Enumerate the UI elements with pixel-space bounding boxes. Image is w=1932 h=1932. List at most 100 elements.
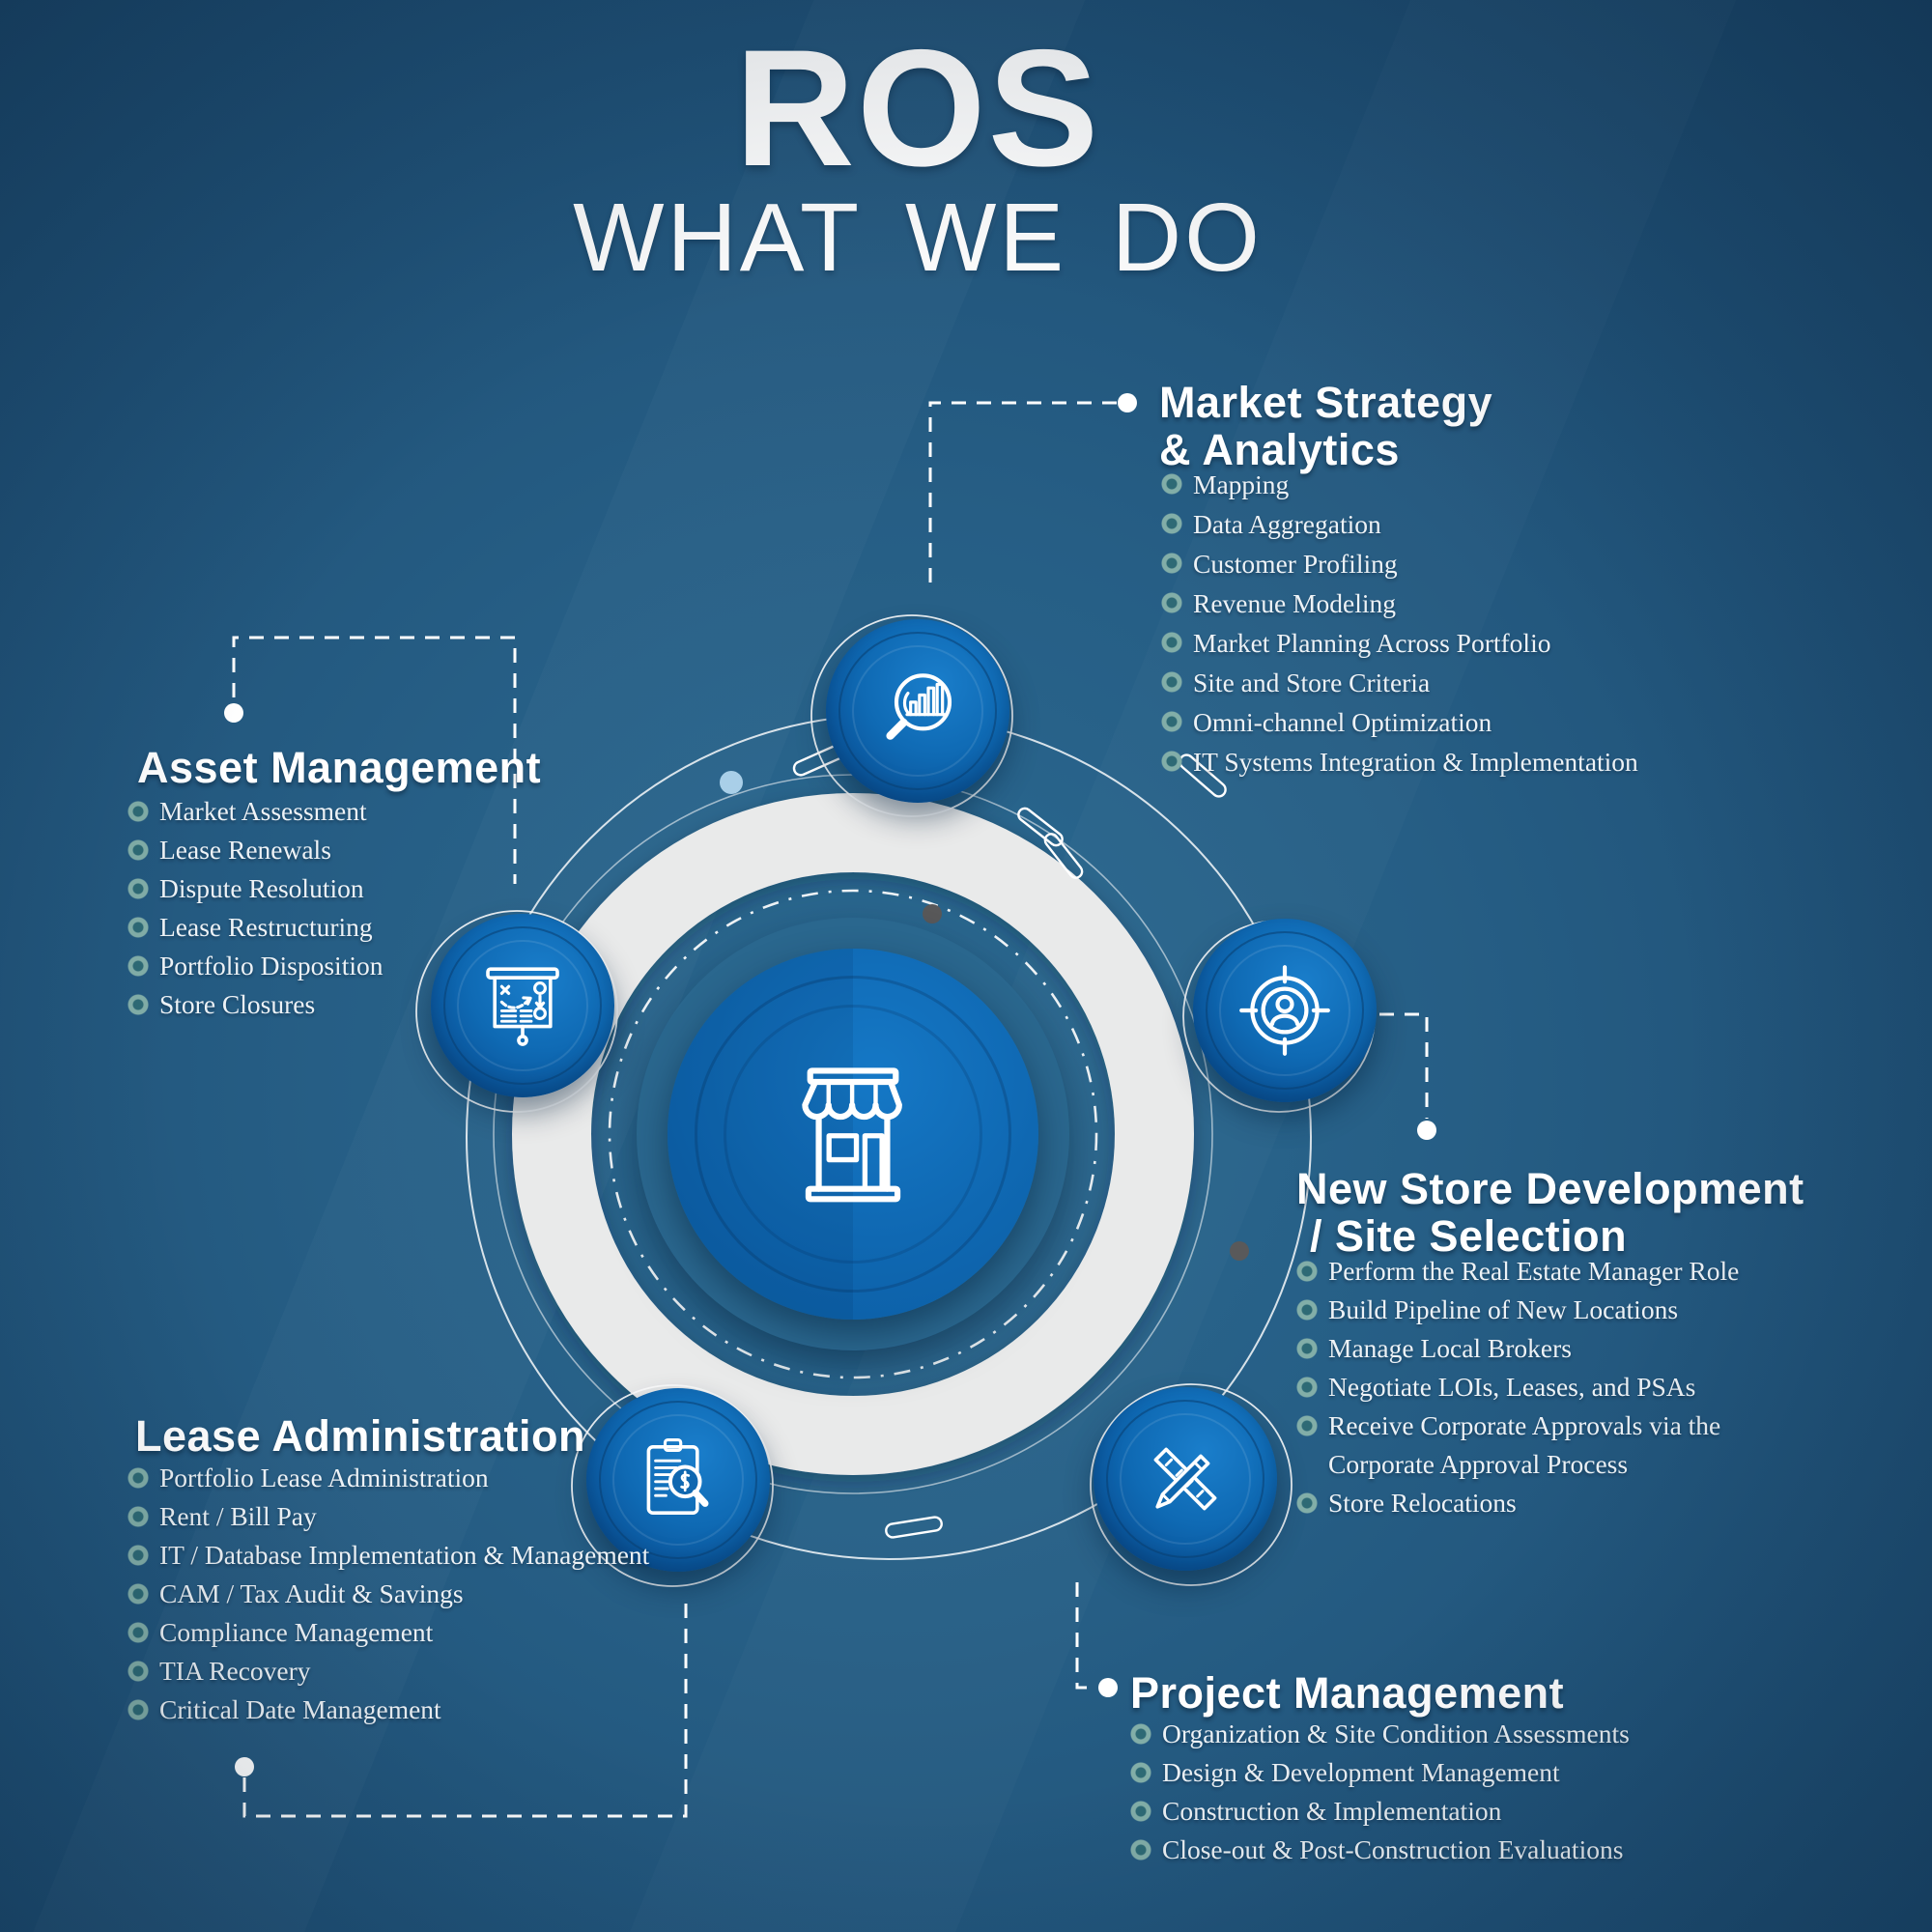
bullet-ring-icon bbox=[1161, 553, 1182, 574]
list-item-label: Lease Restructuring bbox=[159, 912, 373, 942]
bullet-ring-icon bbox=[1130, 1801, 1151, 1822]
list-item: Build Pipeline of New Locations bbox=[1293, 1291, 1739, 1329]
section-title-market-strategy: Market Strategy & Analytics bbox=[1159, 379, 1492, 473]
bullet-ring-icon bbox=[1161, 711, 1182, 732]
list-item-label: Lease Renewals bbox=[159, 835, 331, 865]
bullet-ring-icon bbox=[1130, 1839, 1151, 1861]
list-item-label: Customer Profiling bbox=[1193, 549, 1398, 579]
bullet-ring-icon bbox=[128, 1661, 149, 1682]
list-item: Portfolio Disposition bbox=[124, 947, 383, 985]
list-item-label: Rent / Bill Pay bbox=[159, 1501, 317, 1531]
list-item-label: Store Relocations bbox=[1328, 1488, 1517, 1518]
list-item: IT Systems Integration & Implementation bbox=[1157, 742, 1638, 781]
list-item-label: Manage Local Brokers bbox=[1328, 1333, 1572, 1363]
list-item-label: Store Closures bbox=[159, 989, 316, 1019]
list-item-label: Mapping bbox=[1193, 469, 1290, 499]
bullet-ring-icon bbox=[128, 994, 149, 1015]
bullet-ring-icon bbox=[128, 1699, 149, 1720]
bullet-ring-icon bbox=[1296, 1338, 1318, 1359]
list-item: Rent / Bill Pay bbox=[124, 1497, 649, 1536]
list-item-label: Negotiate LOIs, Leases, and PSAs bbox=[1328, 1372, 1696, 1402]
bullet-ring-icon bbox=[128, 839, 149, 861]
list-item-label: Portfolio Disposition bbox=[159, 951, 384, 980]
page-subtitle: WHAT WE DO bbox=[573, 184, 1263, 292]
list-item-label: Data Aggregation bbox=[1193, 509, 1381, 539]
section-title-asset-management: Asset Management bbox=[137, 743, 542, 792]
connector-new-store bbox=[1379, 1012, 1429, 1119]
list-item-label: Revenue Modeling bbox=[1193, 588, 1397, 618]
list-item-label: Omni-channel Optimization bbox=[1193, 707, 1492, 737]
list-item-label: IT Systems Integration & Implementation bbox=[1193, 747, 1638, 777]
bullet-ring-icon bbox=[128, 1545, 149, 1566]
list-item: Market Assessment bbox=[124, 792, 383, 831]
strategy-board-icon bbox=[470, 953, 575, 1058]
list-item-label: Dispute Resolution bbox=[159, 873, 364, 903]
bullet-ring-icon bbox=[1161, 513, 1182, 534]
bullet-ring-icon bbox=[1161, 671, 1182, 693]
list-item: Site and Store Criteria bbox=[1157, 663, 1638, 702]
list-item-label: Market Assessment bbox=[159, 796, 367, 826]
pencil-ruler-icon bbox=[1133, 1427, 1237, 1531]
section-title-new-store-development: New Store Development / Site Selection bbox=[1296, 1165, 1804, 1260]
bullet-ring-icon bbox=[1161, 592, 1182, 613]
chart-magnifier-icon bbox=[865, 658, 971, 764]
section-title-line: / Site Selection bbox=[1310, 1211, 1628, 1261]
list-item-label: Build Pipeline of New Locations bbox=[1328, 1294, 1679, 1324]
connector-project-mgmt bbox=[1075, 1582, 1095, 1690]
list-item-label: Market Planning Across Portfolio bbox=[1193, 628, 1551, 658]
center-circle bbox=[668, 949, 1038, 1320]
list-item: Manage Local Brokers bbox=[1293, 1329, 1739, 1368]
bullet-ring-icon bbox=[1130, 1762, 1151, 1783]
list-item: Mapping bbox=[1157, 465, 1638, 504]
donut-ring bbox=[512, 793, 1194, 1475]
list-item-label: Design & Development Management bbox=[1162, 1757, 1560, 1787]
section-title-line: Market Strategy bbox=[1159, 378, 1493, 427]
bullet-ring-icon bbox=[1296, 1415, 1318, 1436]
bullet-ring-icon bbox=[128, 955, 149, 977]
bullet-ring-icon bbox=[128, 1467, 149, 1489]
target-person-icon bbox=[1231, 956, 1339, 1065]
connector-dots bbox=[224, 393, 1436, 1776]
section-title-project-management: Project Management bbox=[1130, 1668, 1565, 1718]
bullet-ring-icon bbox=[128, 878, 149, 899]
lease-administration-node bbox=[586, 1388, 770, 1572]
bullet-ring-icon bbox=[128, 917, 149, 938]
list-item-label: Perform the Real Estate Manager Role bbox=[1328, 1256, 1740, 1286]
connector-lease-admin bbox=[242, 1604, 688, 1818]
new-store-development-node bbox=[1193, 919, 1377, 1102]
list-item-label: TIA Recovery bbox=[159, 1656, 311, 1686]
dash-dot-ring bbox=[608, 889, 1098, 1379]
bullet-ring-icon bbox=[1296, 1261, 1318, 1282]
list-item: Compliance Management bbox=[124, 1613, 649, 1652]
list-item: TIA Recovery bbox=[124, 1652, 649, 1690]
bullet-ring-icon bbox=[128, 1622, 149, 1643]
storefront-icon bbox=[793, 1057, 913, 1211]
list-item: Omni-channel Optimization bbox=[1157, 702, 1638, 742]
page-title: ROS bbox=[734, 15, 1101, 201]
project-management-node bbox=[1094, 1387, 1277, 1571]
list-item: Design & Development Management bbox=[1126, 1753, 1630, 1792]
project-management-list: Organization & Site Condition Assessment… bbox=[1126, 1715, 1630, 1869]
bullet-ring-icon bbox=[1161, 632, 1182, 653]
connector-market-strategy bbox=[928, 401, 1117, 584]
market-strategy-node bbox=[826, 619, 1009, 803]
list-item: Close-out & Post-Construction Evaluation… bbox=[1126, 1831, 1630, 1869]
list-item: Store Relocations bbox=[1293, 1484, 1739, 1522]
list-item: IT / Database Implementation & Managemen… bbox=[124, 1536, 649, 1575]
bullet-ring-icon bbox=[1296, 1299, 1318, 1321]
list-item: Store Closures bbox=[124, 985, 383, 1024]
connector-asset-management bbox=[232, 636, 517, 884]
list-item: CAM / Tax Audit & Savings bbox=[124, 1575, 649, 1613]
list-item: Revenue Modeling bbox=[1157, 583, 1638, 623]
connector-lines bbox=[232, 401, 1429, 1818]
list-item-label: Portfolio Lease Administration bbox=[159, 1463, 489, 1492]
list-item: Negotiate LOIs, Leases, and PSAs bbox=[1293, 1368, 1739, 1406]
list-item: Portfolio Lease Administration bbox=[124, 1459, 649, 1497]
list-item-label: Critical Date Management bbox=[159, 1694, 441, 1724]
list-item: Construction & Implementation bbox=[1126, 1792, 1630, 1831]
asset-management-node bbox=[431, 914, 614, 1097]
